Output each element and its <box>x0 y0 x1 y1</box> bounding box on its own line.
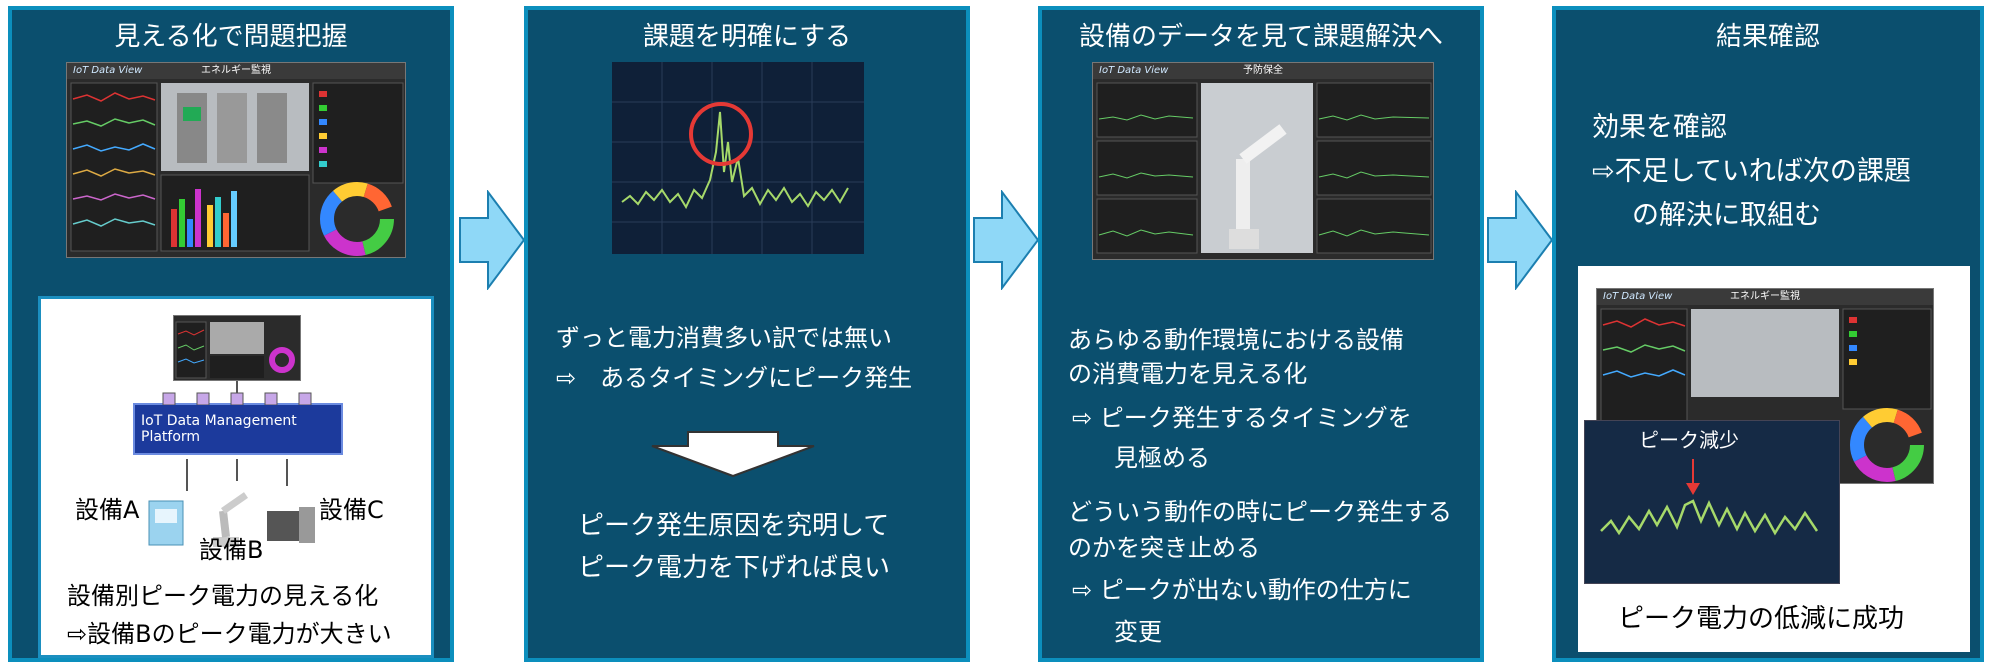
approach-line-7: ⇨ ピークが出ない動作の仕方に <box>1072 576 1412 604</box>
dashboard-graphics <box>70 82 404 256</box>
platform-label: IoT Data Management Platform <box>141 413 297 445</box>
equipment-architecture-box: IoT Data Management Platform <box>38 296 434 658</box>
down-arrow-icon <box>651 431 815 478</box>
result-line-2: ⇨不足していれば次の課題 <box>1592 156 1911 187</box>
result-line-3: の解決に取組む <box>1632 200 1821 231</box>
flow-arrow-icon <box>459 190 526 290</box>
approach-line-8: 変更 <box>1114 618 1162 646</box>
energy-dashboard-image: IoT Data View エネルギー監視 <box>66 62 406 258</box>
approach-line-4: 見極める <box>1114 444 1210 472</box>
panel-title: 設備のデータを見て課題解決へ <box>1078 22 1443 52</box>
robot-arm-b-icon <box>213 492 248 547</box>
dashboard-logo: IoT Data View <box>73 65 143 76</box>
dashboard-title: エネルギー監視 <box>201 65 271 76</box>
dashboard-title: エネルギー監視 <box>1730 291 1800 302</box>
peak-highlight-circle <box>689 102 753 166</box>
dashboard-logo: IoT Data View <box>1603 291 1673 302</box>
solution-line-2: ピーク電力を下げれば良い <box>578 553 891 583</box>
panel-problem-visualization: 見える化で問題把握 IoT Data View エネルギー監視 <box>8 6 454 662</box>
panel-title: 見える化で問題把握 <box>114 22 348 52</box>
flow-arrow-icon <box>973 190 1040 290</box>
platform-ports <box>162 392 312 405</box>
dashboard-title: 予防保全 <box>1243 65 1283 76</box>
maintenance-dashboard-image: IoT Data View 予防保全 <box>1092 62 1434 260</box>
panel-result-check: 結果確認 効果を確認 ⇨不足していれば次の課題 の解決に取組む IoT Data… <box>1552 6 1984 662</box>
panel-solve-with-data: 設備のデータを見て課題解決へ IoT Data View 予防保全 あらゆる動作… <box>1038 6 1484 662</box>
approach-line-6: のかを突き止める <box>1068 534 1260 562</box>
panel-title: 課題を明確にする <box>642 22 852 52</box>
dashboard-logo: IoT Data View <box>1099 65 1169 76</box>
approach-line-5: どういう動作の時にピーク発生する <box>1068 498 1452 526</box>
panel-title: 結果確認 <box>1715 22 1820 52</box>
reduced-peak-chart: ピーク減少 <box>1584 420 1840 584</box>
iot-platform-block: IoT Data Management Platform <box>133 403 343 455</box>
motor-c-icon <box>267 507 315 543</box>
equipment-c-label: 設備C <box>319 496 384 524</box>
equipment-b-label: 設備B <box>199 536 264 564</box>
caption-line-2: ⇨設備Bのピーク電力が大きい <box>67 620 392 648</box>
finding-line-2: ⇨ あるタイミングにピーク発生 <box>556 364 913 392</box>
approach-line-1: あらゆる動作環境における設備 <box>1068 326 1404 354</box>
equipment-a-label: 設備A <box>75 496 140 524</box>
network-lines <box>186 381 288 491</box>
approach-line-2: の消費電力を見える化 <box>1068 360 1308 388</box>
solution-line-1: ピーク発生原因を究明して <box>578 511 890 541</box>
finding-line-1: ずっと電力消費多い訳では無い <box>556 324 892 352</box>
result-line-1: 効果を確認 <box>1592 112 1727 143</box>
caption-line-1: 設備別ピーク電力の見える化 <box>67 582 379 610</box>
equipment-illustrations <box>148 492 315 547</box>
flow-arrow-icon <box>1487 190 1554 290</box>
panel-clarify-issue: 課題を明確にする ずっと電力消費多い訳では無い ⇨ あるタイミングにピーク発生 … <box>524 6 970 662</box>
approach-line-3: ⇨ ピーク発生するタイミングを <box>1072 404 1412 432</box>
mini-dashboard-image <box>173 315 301 381</box>
power-peak-chart <box>612 62 864 254</box>
result-box: IoT Data View エネルギー監視 ピーク減少 <box>1578 266 1970 652</box>
reduced-series-line <box>1600 499 1819 536</box>
peak-reduction-label: ピーク減少 <box>1639 428 1739 452</box>
machine-a-icon <box>148 500 184 546</box>
result-caption: ピーク電力の低減に成功 <box>1618 604 1905 634</box>
